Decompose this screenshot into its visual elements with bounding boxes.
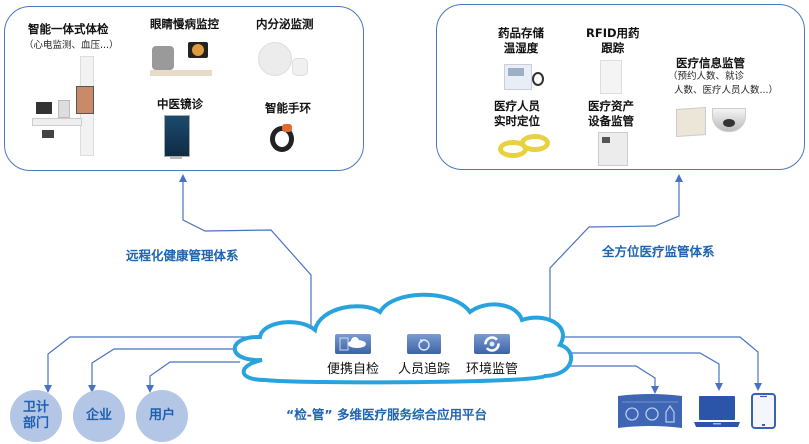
device-title: 中医镜诊 bbox=[157, 97, 203, 111]
rfid-wristband-icon bbox=[498, 132, 552, 162]
service-environment-monitoring[interactable]: 环境监管 bbox=[462, 334, 522, 377]
stakeholder-label: 企业 bbox=[85, 408, 112, 423]
device-title: 内分泌监测 bbox=[256, 17, 314, 31]
laptop-icon[interactable] bbox=[694, 395, 740, 429]
smart-wristband-icon bbox=[268, 124, 298, 156]
service-label: 环境监管 bbox=[465, 362, 518, 377]
tcm-mirror-screen-icon bbox=[164, 115, 190, 161]
title-line: 温湿度 bbox=[503, 41, 539, 55]
stakeholder-label: 部门 bbox=[22, 416, 49, 431]
service-label: 人员追踪 bbox=[397, 362, 450, 377]
device-title: 医疗信息监管 bbox=[676, 56, 745, 70]
antenna-and-camera-icon bbox=[676, 106, 746, 138]
connector-laptop bbox=[565, 352, 723, 391]
service-portable-selfcheck[interactable]: 便携自检 bbox=[323, 334, 383, 377]
title-line: 医疗人员 bbox=[494, 99, 540, 113]
device-title: RFID用药 跟踪 bbox=[586, 26, 640, 56]
connector-weiji bbox=[44, 336, 290, 393]
tablet-icon[interactable] bbox=[751, 393, 777, 430]
stakeholder-health-department[interactable]: 卫计 部门 bbox=[10, 390, 62, 442]
device-subtitle: （心电监测、血压...） bbox=[24, 40, 119, 51]
refresh-tracking-icon bbox=[407, 334, 441, 354]
environment-cycle-icon bbox=[474, 334, 510, 354]
connector-tablet bbox=[555, 336, 762, 391]
health-kiosk-icon bbox=[28, 56, 104, 156]
temperature-humidity-sensor-icon bbox=[504, 60, 546, 90]
subtitle-line: （预约人数、就诊 bbox=[668, 71, 745, 82]
title-line: 跟踪 bbox=[601, 41, 625, 55]
dashboard-screen-icon[interactable] bbox=[618, 394, 682, 430]
endocrine-sensor-icon bbox=[258, 42, 308, 78]
title-line: 药品存储 bbox=[498, 26, 544, 40]
device-title: 药品存储 温湿度 bbox=[498, 26, 544, 56]
title-line: 设备监管 bbox=[588, 114, 634, 128]
stakeholder-label: 用户 bbox=[148, 408, 175, 423]
asset-tracker-icon bbox=[598, 132, 628, 166]
service-label: 便携自检 bbox=[326, 362, 379, 377]
cloud-shape bbox=[232, 292, 574, 385]
stakeholder-enterprise[interactable]: 企业 bbox=[73, 390, 125, 442]
title-line: RFID用药 bbox=[586, 26, 640, 40]
device-title: 智能一体式体检 bbox=[28, 22, 109, 36]
connector-dashboard bbox=[560, 365, 659, 394]
connector-right-system bbox=[549, 174, 683, 340]
title-line: 医疗资产 bbox=[588, 99, 634, 113]
service-personnel-tracking[interactable]: 人员追踪 bbox=[394, 334, 454, 377]
rfid-reader-icon bbox=[600, 60, 622, 94]
device-title: 智能手环 bbox=[265, 101, 311, 115]
cloud-screen-icon bbox=[335, 334, 371, 354]
connector-enterprise bbox=[88, 348, 250, 393]
subtitle-line: 人数、医疗人员人数...） bbox=[674, 85, 779, 96]
stakeholder-user[interactable]: 用户 bbox=[136, 390, 188, 442]
connector-left-system bbox=[179, 174, 312, 345]
connector-user bbox=[146, 361, 240, 393]
platform-title: “检-管” 多维医疗服务综合应用平台 bbox=[286, 407, 487, 422]
stakeholder-label: 卫计 bbox=[22, 400, 49, 415]
medical-supervision-system-label: 全方位医疗监管体系 bbox=[602, 244, 715, 259]
device-title: 医疗人员 实时定位 bbox=[494, 99, 540, 129]
device-title: 眼睛慢病监控 bbox=[150, 17, 219, 31]
device-subtitle: （预约人数、就诊 人数、医疗人员人数...） bbox=[668, 70, 778, 98]
title-line: 实时定位 bbox=[494, 114, 540, 128]
remote-health-system-label: 远程化健康管理体系 bbox=[126, 248, 239, 263]
device-title: 医疗资产 设备监管 bbox=[588, 99, 634, 129]
eye-examination-device-icon bbox=[150, 38, 212, 80]
